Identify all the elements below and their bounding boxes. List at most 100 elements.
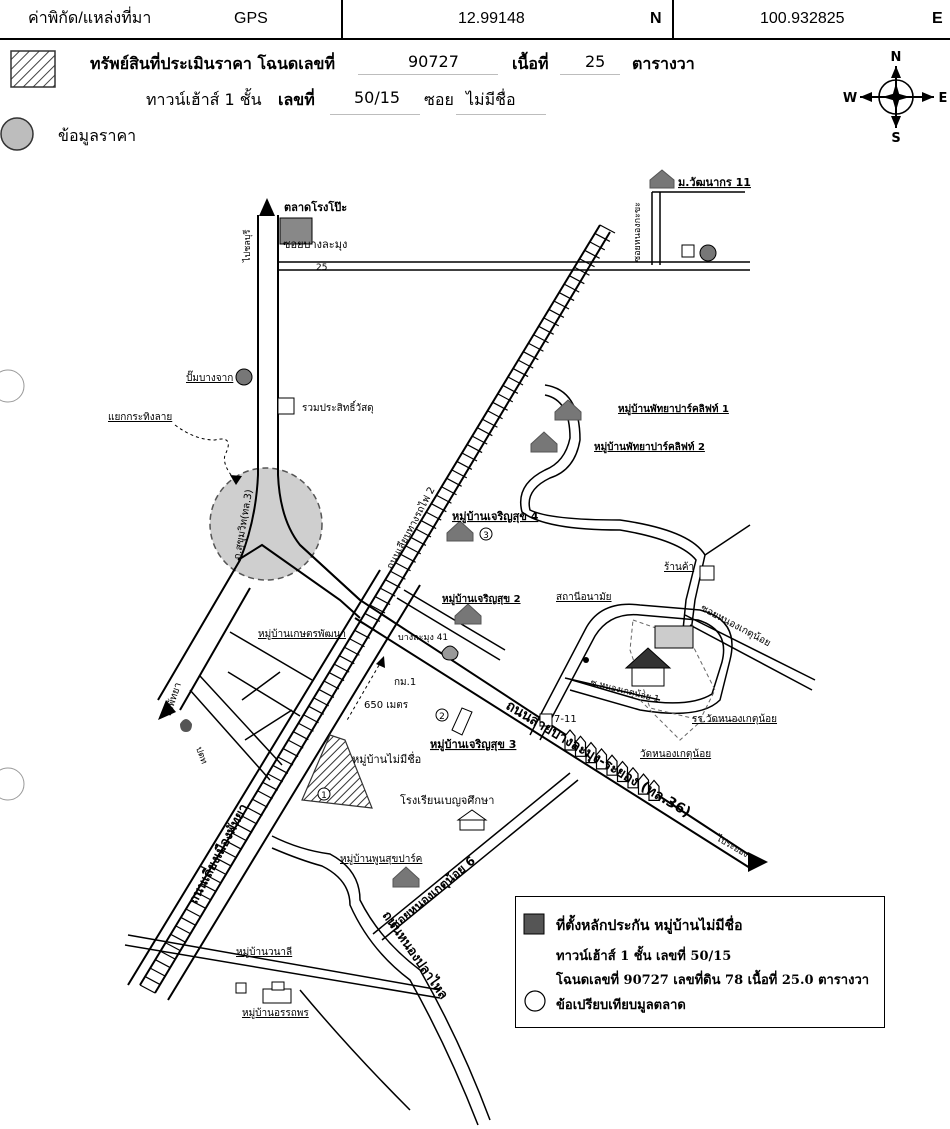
shop-icon — [277, 397, 295, 415]
location-map: 1 2 3 ตลาดโรงโป๊ะ — [0, 169, 816, 1126]
label-mu-ban-mai-mi-chue: หมู่บ้านไม่มีชื่อ — [352, 751, 421, 766]
label-pattaya-city: ถนนเลี่ยงเมืองพัทยา — [184, 800, 252, 907]
compass-e: E — [939, 91, 948, 106]
label-soi-nk6: ซอยหนองเกตุน้อย 6 — [388, 854, 479, 933]
label-to-pattaya: ไปพัทยา — [161, 681, 184, 720]
to-rayong-arrow — [748, 852, 768, 872]
gas-station-icon — [235, 244, 717, 386]
label-km25: 25 — [316, 263, 327, 273]
label-pun-suk-park: หมู่บ้านพูนสุขปาร์ค — [340, 853, 422, 865]
label-charoensuk4: หมู่บ้านเจริญสุข 4 — [452, 510, 539, 524]
comparable-2-marker — [435, 708, 449, 722]
longitude-value: 100.932825 — [760, 10, 845, 27]
label-gas-bang-chak: ปั๊มบางจาก — [186, 370, 233, 384]
underline — [456, 114, 546, 115]
underline — [358, 74, 498, 75]
label-wanalee: หมู่บ้านวนาลี — [236, 946, 292, 958]
coord-source-value: GPS — [234, 10, 268, 27]
label-charoensuk3: หมู่บ้านเจริญสุข 3 — [430, 738, 516, 752]
legend-line-1: ที่ตั้งหลักประกัน หมู่บ้านไม่มีชื่อ — [556, 918, 743, 934]
seven-eleven-icon — [539, 713, 553, 727]
compass-rose: N S W E — [843, 50, 948, 146]
label-orraphon: หมู่บ้านอรรถพร — [242, 1007, 309, 1019]
coordinate-bar: ค่าพิกัด/แหล่งที่มา GPS 12.99148 N 100.9… — [0, 0, 950, 40]
label-to-chon: ไปชลบุรี — [242, 229, 253, 263]
label-ptt: ปตท — [193, 746, 208, 766]
shell-station-icon — [441, 645, 459, 661]
market-icon — [279, 217, 313, 245]
legend-line-2: ทาวน์เฮ้าส์ 1 ชั้น เลขที่ 50/15 — [556, 949, 732, 964]
sukhumvit-road — [157, 215, 361, 711]
label-ruam-prasit: รวมประสิทธิ์วัสดุ — [302, 400, 374, 414]
soi-road — [651, 191, 745, 265]
road-km25 — [278, 261, 750, 271]
north-arrow-head — [259, 198, 275, 216]
comparable-2-number: 2 — [439, 712, 445, 722]
asset-label: ทรัพย์สินที่ประเมินราคา โฉนดเลขที่ — [90, 54, 336, 73]
south-road — [124, 934, 441, 1111]
nong-pla-lai-road — [271, 835, 491, 1126]
punch-hole — [0, 767, 25, 801]
distance-line — [345, 659, 383, 723]
house-number-label: เลขที่ — [278, 90, 315, 109]
pattaya-park-road — [520, 384, 751, 641]
label-soi-bang-lamung: ซอยบางละมุง — [283, 238, 347, 251]
shop-icon — [699, 565, 715, 581]
label-kaset-pattana: หมู่บ้านเกษตรพัฒนา — [258, 628, 346, 640]
label-krathing-lai: แยกกระทิงลาย — [108, 412, 172, 423]
house-icon — [392, 169, 675, 888]
divider — [341, 0, 343, 38]
comparable-3-marker — [479, 527, 493, 541]
area-label: เนื้อที่ — [512, 54, 549, 73]
underline — [560, 74, 620, 75]
label-shop: ร้านค้า — [664, 561, 694, 573]
ptt-icon — [180, 719, 192, 732]
legend-line-4: ข้อเปรียบเทียบมูลตลาด — [556, 998, 686, 1013]
area-value: 25 — [585, 52, 606, 71]
townhouse-row — [564, 729, 660, 802]
label-soi-nongkapho: ซอยหนองกะขะ — [633, 202, 643, 262]
health-center-dot — [583, 657, 589, 663]
label-pattaya-park2: หมู่บ้านพัทยาปาร์คลิฟท์ 2 — [594, 441, 705, 454]
label-pattaya-park1: หมู่บ้านพัทยาปาร์คลิฟท์ 1 — [618, 403, 729, 416]
latitude-value: 12.99148 — [458, 10, 525, 27]
school-icon — [456, 809, 488, 831]
label-school-wat: รร.วัดหนองเกตุน้อย — [692, 713, 777, 725]
house-number: 50/15 — [354, 88, 401, 107]
area-unit: ตารางวา — [632, 54, 695, 73]
label-railway: ถนนเลียบทางรถไฟ 2 — [384, 485, 438, 572]
comparable-3-number: 3 — [483, 531, 489, 541]
label-distance: 650 เมตร — [364, 700, 409, 711]
latitude-direction: N — [650, 10, 662, 27]
legend-line-3: โฉนดเลขที่ 90727 เลขที่ดิน 78 เนื้อที่ 2… — [556, 973, 870, 988]
price-data-circle-symbol — [0, 117, 34, 151]
comparable-1-marker — [317, 787, 331, 801]
soi-nong-kueng-noi — [529, 603, 816, 741]
label-seven-eleven: 7-11 — [554, 714, 577, 725]
divider — [672, 0, 674, 38]
soi-label: ซอย — [424, 90, 454, 109]
label-km: กม.1 — [394, 677, 416, 688]
underline — [330, 114, 420, 115]
pattaya-bypass — [127, 569, 421, 1001]
legend-box: ที่ตั้งหลักประกัน หมู่บ้านไม่มีชื่อ ทาวน… — [515, 896, 885, 1028]
deed-number: 90727 — [408, 52, 459, 71]
label-bang-lamung41: บางละมุง 41 — [398, 633, 448, 643]
longitude-direction: E — [932, 10, 943, 27]
building-type: ทาวน์เฮ้าส์ 1 ชั้น — [146, 90, 262, 109]
label-charoensuk2: หมู่บ้านเจริญสุข 2 — [442, 593, 521, 606]
label-wat: วัดหนองเกตุน้อย — [640, 748, 711, 760]
compass-n: N — [891, 50, 902, 65]
price-data-label: ข้อมูลราคา — [58, 126, 137, 145]
soi-nk6 — [372, 772, 579, 941]
to-pattaya-arrow — [158, 700, 176, 720]
comparable-1-number: 1 — [321, 791, 327, 801]
coord-source-label: ค่าพิกัด/แหล่งที่มา — [28, 10, 152, 27]
compass-w: W — [843, 91, 857, 106]
label-school: โรงเรียนเบญจศึกษา — [400, 793, 494, 807]
label-health-center: สถานีอนามัย — [556, 591, 612, 603]
temple-icon — [624, 625, 694, 687]
label-market: ตลาดโรงโป๊ะ — [284, 200, 347, 214]
label-watthana: ม.วัฒนากร 11 — [678, 176, 751, 189]
compass-s: S — [891, 131, 900, 146]
